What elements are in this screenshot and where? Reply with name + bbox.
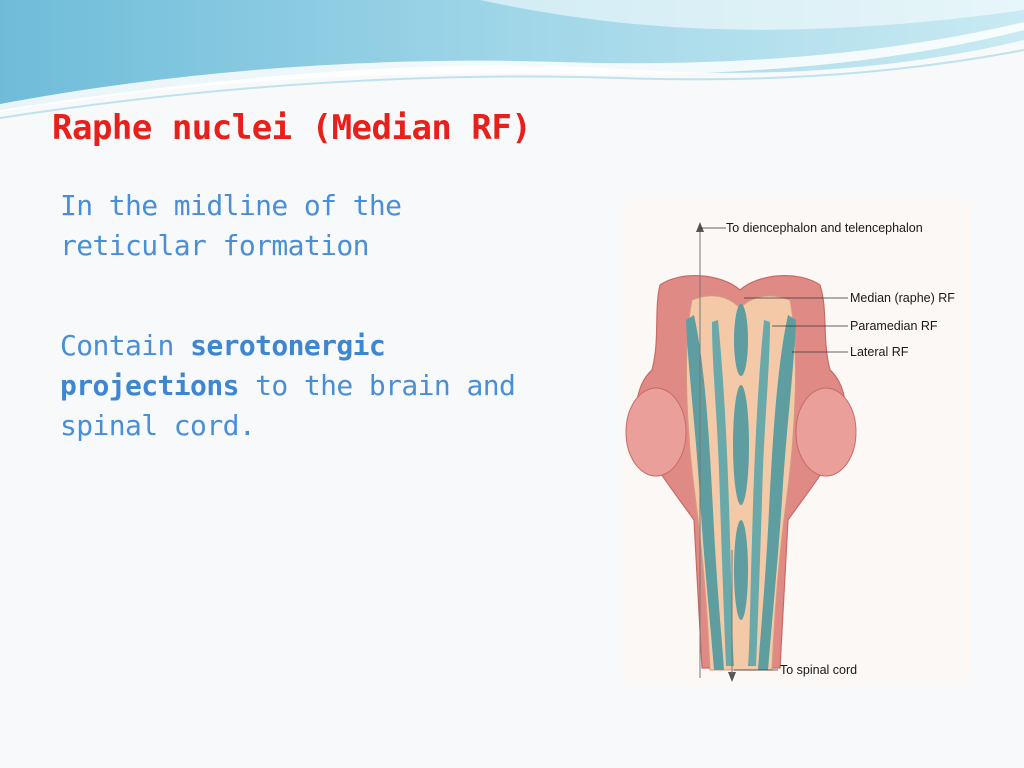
header-wave-decoration [0, 0, 1024, 119]
midline-description: In the midline of the reticular formatio… [60, 189, 402, 262]
arrow-down-icon [728, 672, 736, 682]
arrow-up-icon [696, 222, 704, 232]
lateral-rf-left [686, 315, 724, 670]
paramedian-rf-left [712, 320, 734, 666]
brainstem-reticular-formation-figure [622, 200, 972, 685]
slide-title: Raphe nuclei (Median RF) [52, 108, 532, 148]
label-diencephalon: To diencephalon and telencephalon [726, 221, 923, 235]
label-median-rf: Median (raphe) RF [850, 291, 955, 305]
text-suffix: to the brain and spinal cord. [60, 369, 516, 442]
paramedian-rf-right [748, 320, 770, 666]
lateral-rf-right [758, 315, 796, 670]
label-paramedian-rf: Paramedian RF [850, 319, 938, 333]
right-peduncle [795, 387, 857, 477]
median-raphe-middle [733, 385, 749, 505]
bold-term: serotonergic projections [60, 329, 386, 402]
text-prefix: Contain [60, 329, 191, 362]
label-spinal-cord: To spinal cord [780, 663, 858, 677]
left-peduncle [625, 387, 687, 477]
median-raphe-lower [734, 520, 748, 620]
label-lateral-rf: Lateral RF [850, 345, 909, 359]
median-raphe-upper [734, 304, 748, 376]
serotonergic-description: Contain serotonergic projections to the … [60, 326, 530, 446]
